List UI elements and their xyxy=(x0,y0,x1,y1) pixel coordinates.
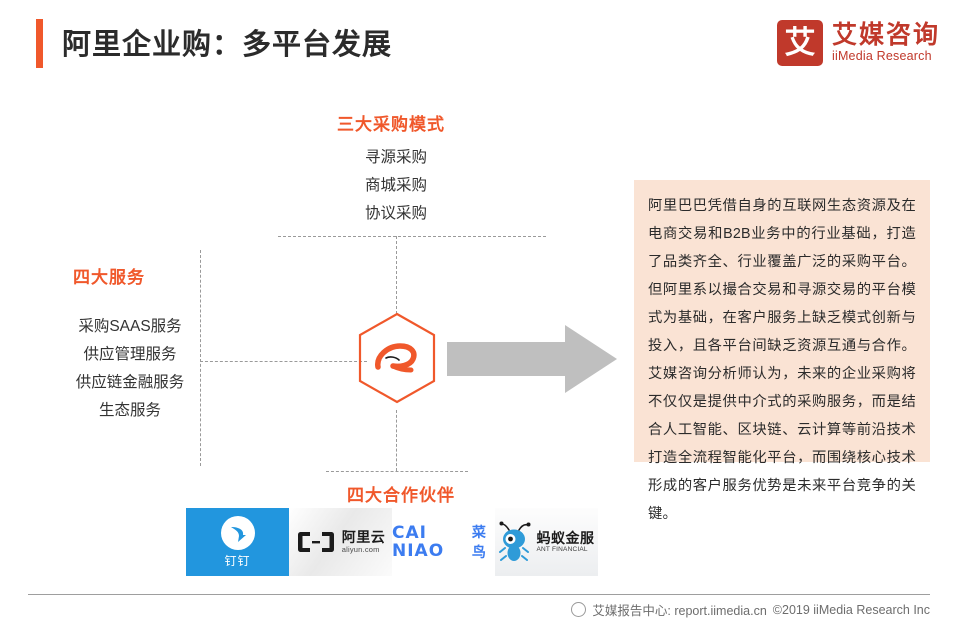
hexagon-outline-icon xyxy=(358,312,436,404)
iimedia-logo-icon: 艾 xyxy=(776,20,823,66)
footer-copyright: ©2019 iiMedia Research Inc xyxy=(772,602,930,617)
footer-divider xyxy=(28,594,930,595)
modes-heading: 三大采购模式 xyxy=(337,115,445,134)
dingtalk-bird-icon xyxy=(220,515,255,550)
connector-bottom-horizontal xyxy=(326,471,468,472)
partner-name-en: aliyun.com xyxy=(341,545,380,555)
connector-top-horizontal xyxy=(278,236,546,237)
list-item: 生态服务 xyxy=(98,402,161,419)
analysis-text: 阿里巴巴凭借自身的互联网生态资源及在电商交易和B2B业务中的行业基础，打造了品类… xyxy=(648,198,916,522)
connector-left-vertical xyxy=(200,250,201,466)
alibaba-glyph-icon xyxy=(375,343,417,373)
connector-top-vertical xyxy=(396,236,397,314)
alibaba-hexagon xyxy=(357,312,437,404)
partner-logo-dingtalk[interactable]: 钉钉 xyxy=(186,508,289,576)
partner-logo-cainiao[interactable]: CAI NIAO 菜鸟 xyxy=(392,508,495,576)
page-title: 阿里企业购：多平台发展 xyxy=(62,29,393,61)
partner-logo-strip: 钉钉 阿里云 aliyun.com CAI NIAO 菜鸟 xyxy=(186,508,598,576)
flow-arrow xyxy=(447,325,617,393)
connector-bottom-vertical xyxy=(396,410,397,471)
page-header: 阿里企业购：多平台发展 艾 艾媒咨询 iiMedia Research xyxy=(0,0,958,88)
list-item: 协议采购 xyxy=(364,205,427,222)
right-arrow-icon xyxy=(447,325,617,393)
list-item: 商城采购 xyxy=(364,177,427,194)
services-list: 采购SAAS服务 供应管理服务 供应链金融服务 生态服务 xyxy=(20,313,240,425)
partner-logo-aliyun[interactable]: 阿里云 aliyun.com xyxy=(289,508,392,576)
ant-mascot-icon xyxy=(498,521,530,561)
list-item: 供应管理服务 xyxy=(83,346,177,363)
partner-name: 钉钉 xyxy=(224,553,251,568)
partner-name: 菜鸟 xyxy=(471,524,487,560)
brand-logo-text: 艾媒咨询 iiMedia Research xyxy=(832,22,940,64)
partners-heading: 四大合作伙伴 xyxy=(347,486,455,505)
analysis-panel: 阿里巴巴凭借自身的互联网生态资源及在电商交易和B2B业务中的行业基础，打造了品类… xyxy=(634,180,930,522)
dingtalk-glyph-icon xyxy=(230,526,246,542)
partner-name-en: ANT FINANCIAL xyxy=(536,545,588,553)
report-center-icon xyxy=(571,602,587,617)
ant-wordmark: 蚂蚁金服 ANT FINANCIAL xyxy=(537,531,595,554)
list-item: 寻源采购 xyxy=(364,149,427,166)
list-item: 采购SAAS服务 xyxy=(78,318,182,335)
partner-logo-ant-financial[interactable]: 蚂蚁金服 ANT FINANCIAL xyxy=(495,508,598,576)
cainiao-wordmark-icon: CAI NIAO xyxy=(392,523,445,561)
title-accent-bar xyxy=(36,19,43,68)
footer-source: 艾媒报告中心: report.iimedia.cn xyxy=(592,604,767,618)
aliyun-bracket-icon xyxy=(297,532,334,552)
partner-name: 阿里云 xyxy=(341,529,386,546)
aliyun-wordmark: 阿里云 aliyun.com xyxy=(342,530,386,554)
list-item: 供应链金融服务 xyxy=(75,374,185,391)
brand-logo: 艾 艾媒咨询 iiMedia Research xyxy=(776,20,940,66)
connector-left-horizontal xyxy=(200,361,367,362)
brand-name-en: iiMedia Research xyxy=(831,49,932,63)
page-footer: 艾媒报告中心: report.iimedia.cn ©2019 iiMedia … xyxy=(571,600,930,619)
brand-name-cn: 艾媒咨询 xyxy=(831,21,940,49)
modes-list: 寻源采购 商城采购 协议采购 xyxy=(276,144,516,228)
alibaba-logo-icon xyxy=(357,312,437,404)
partner-name: 蚂蚁金服 xyxy=(536,529,595,546)
services-heading: 四大服务 xyxy=(73,268,145,287)
